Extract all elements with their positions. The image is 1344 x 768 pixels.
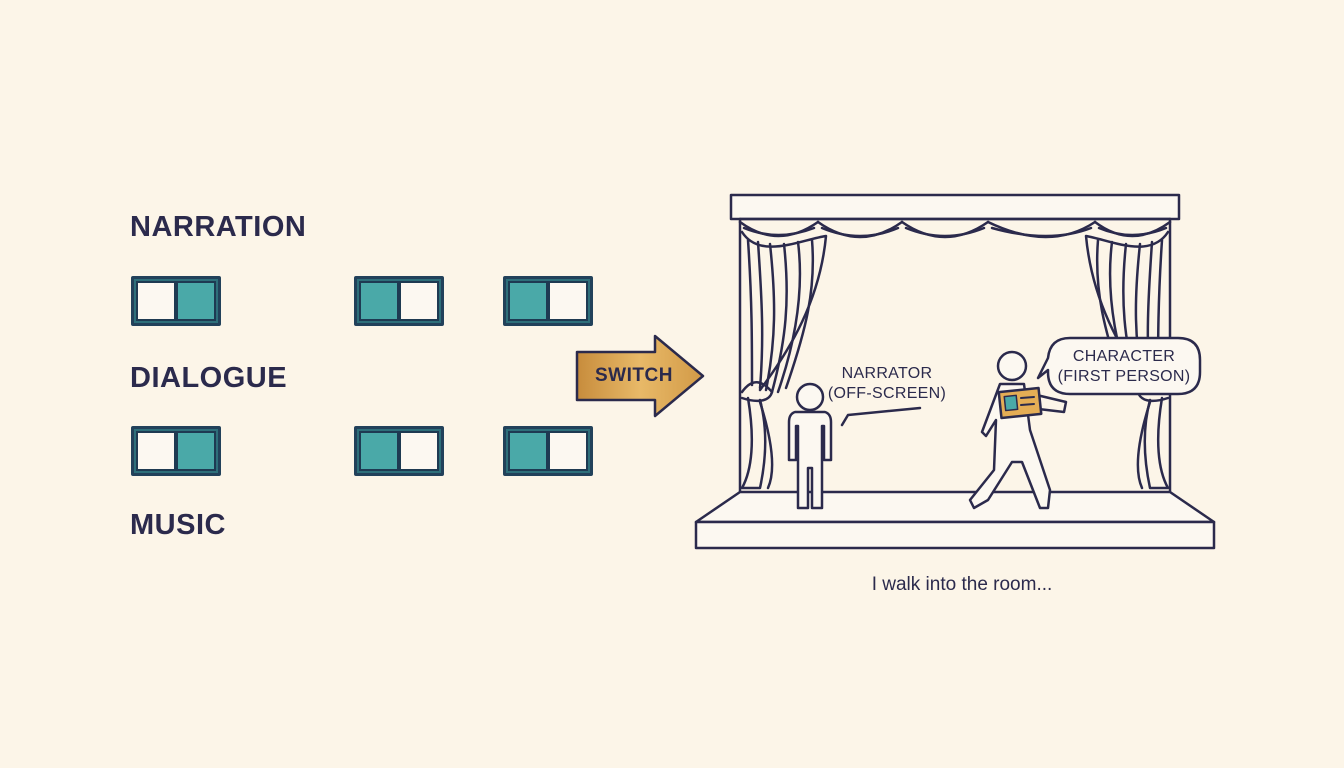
narration-toggle-3[interactable] — [503, 276, 593, 326]
narrator-callout-line1: NARRATOR — [841, 365, 933, 382]
arrow-right-icon — [575, 334, 705, 418]
dialogue-toggle-3[interactable] — [503, 426, 593, 476]
narration-toggle-1[interactable] — [131, 276, 221, 326]
switch-label: SWITCH — [595, 365, 673, 386]
dialogue-toggle-1[interactable] — [131, 426, 221, 476]
stage-caption: I walk into the room... — [0, 574, 1344, 596]
narrator-callout: NARRATOR (OFF-SCREEN) — [826, 364, 948, 404]
toggle-on-segment — [176, 431, 216, 471]
toggle-on-segment — [359, 281, 399, 321]
toggle-on-segment — [508, 431, 548, 471]
toggle-on-segment — [176, 281, 216, 321]
toggle-off-segment — [548, 281, 588, 321]
toggle-off-segment — [136, 281, 176, 321]
character-callout-line2: (FIRST PERSON) — [1057, 368, 1191, 385]
caption-text: I walk into the room... — [871, 574, 1053, 595]
toggle-on-segment — [359, 431, 399, 471]
right-curtain — [1084, 230, 1170, 490]
dialogue-toggle-2[interactable] — [354, 426, 444, 476]
toggle-off-segment — [399, 431, 439, 471]
dialogue-label: DIALOGUE — [130, 362, 288, 394]
stage-beam — [729, 193, 1181, 221]
stage-floor — [694, 490, 1216, 524]
toggle-off-segment — [548, 431, 588, 471]
toggle-off-segment — [136, 431, 176, 471]
narration-toggle-2[interactable] — [354, 276, 444, 326]
left-curtain — [740, 230, 828, 490]
music-label: MUSIC — [130, 509, 226, 541]
character-callout-line1: CHARACTER — [1072, 348, 1176, 365]
valance — [738, 217, 1172, 239]
character-callout: CHARACTER (FIRST PERSON) — [1052, 347, 1196, 387]
id-card-icon — [997, 386, 1043, 420]
character-figure — [968, 350, 1068, 510]
stage-front — [694, 520, 1216, 550]
narration-label: NARRATION — [130, 211, 307, 243]
narrator-callout-tail — [840, 406, 922, 427]
toggle-off-segment — [399, 281, 439, 321]
character-speech-bubble — [1036, 336, 1202, 396]
narrator-callout-line2: (OFF-SCREEN) — [827, 385, 947, 402]
narrator-figure — [787, 382, 833, 510]
toggle-on-segment — [508, 281, 548, 321]
